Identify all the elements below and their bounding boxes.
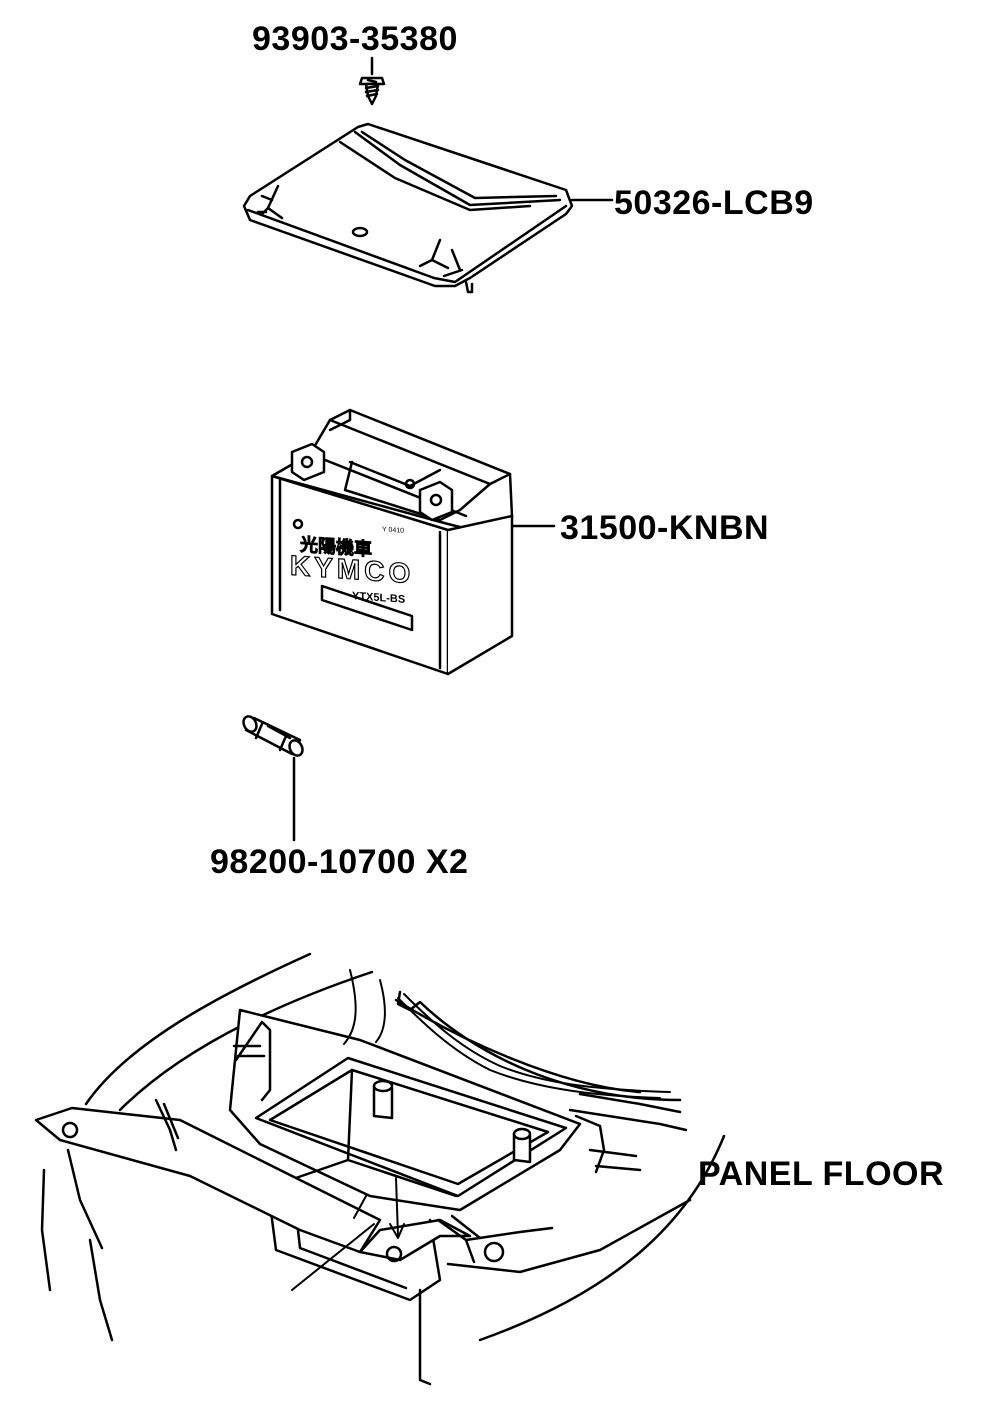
screw-part-number-label: 93903-35380 bbox=[252, 20, 458, 58]
screw-part bbox=[358, 56, 386, 106]
panel-floor-label: PANEL FLOOR bbox=[698, 1155, 945, 1193]
battery-part-number-label: 31500-KNBN bbox=[560, 509, 770, 547]
battery-part bbox=[270, 408, 556, 676]
fuse-part-number-label: 98200-10700 X2 bbox=[210, 843, 469, 881]
battery-cover-part bbox=[242, 122, 614, 294]
panel-floor-assembly bbox=[34, 952, 726, 1386]
battery-cover-part-number-label: 50326-LCB9 bbox=[614, 184, 814, 222]
fuse-part bbox=[242, 715, 304, 842]
battery-code-text: Y 0410 bbox=[382, 526, 405, 535]
